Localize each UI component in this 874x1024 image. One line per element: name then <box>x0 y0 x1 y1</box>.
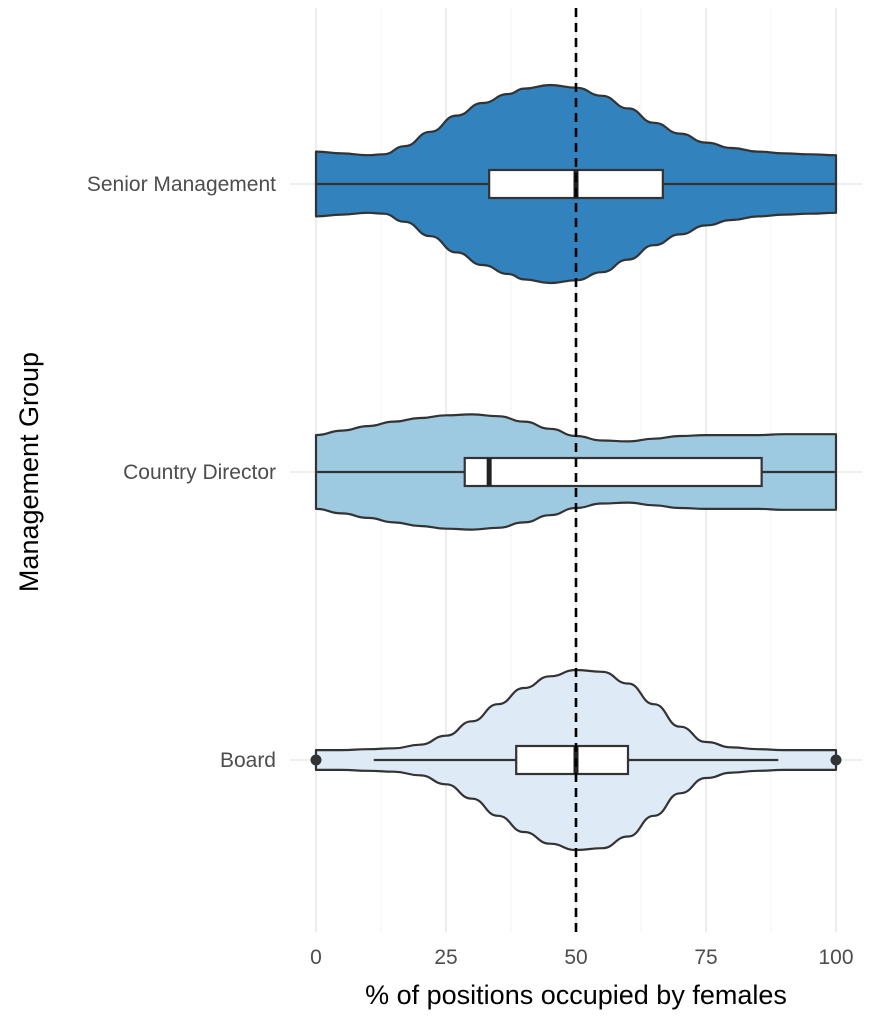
box <box>515 744 630 776</box>
x-tick-label: 25 <box>434 946 457 969</box>
x-tick-label: 0 <box>310 946 322 969</box>
y-axis-title: Management Group <box>14 352 44 592</box>
outlier-point <box>830 754 842 766</box>
x-tick-label: 100 <box>818 946 853 969</box>
x-tick-label: 75 <box>694 946 717 969</box>
box <box>463 456 763 488</box>
x-tick-labels: 0 25 50 75 100 <box>310 946 853 969</box>
y-tick-label: Senior Management <box>87 173 276 196</box>
x-tick-label: 50 <box>564 946 587 969</box>
y-tick-label: Board <box>220 749 276 772</box>
x-axis-title: % of positions occupied by females <box>365 980 787 1010</box>
outlier-point <box>310 754 322 766</box>
y-tick-label: Country Director <box>123 461 276 484</box>
